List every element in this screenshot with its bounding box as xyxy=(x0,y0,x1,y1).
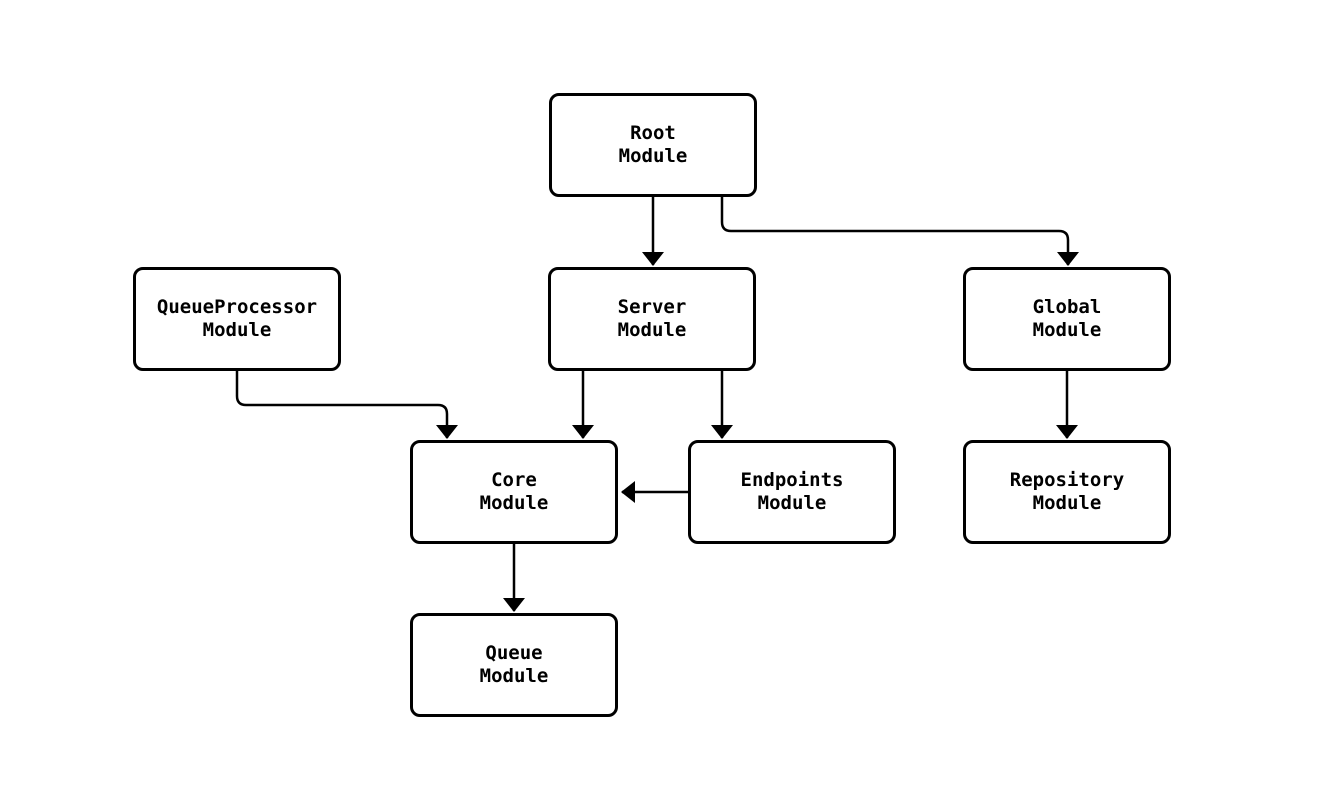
node-label-line: Module xyxy=(1032,492,1102,514)
node-label-line: Global xyxy=(1032,296,1102,318)
node-label-line: Module xyxy=(479,492,549,514)
node-label-line: QueueProcessor xyxy=(156,296,318,318)
edges-group xyxy=(235,197,1079,612)
node-label-line: Root xyxy=(630,122,676,144)
node-label-line: Endpoints xyxy=(740,469,844,491)
node-label-line: Module xyxy=(479,665,549,687)
node-label-line: Repository xyxy=(1009,469,1125,491)
edge-queueprocessor-core xyxy=(235,371,458,439)
node-label-line: Core xyxy=(491,469,537,491)
node-label-line: Module xyxy=(1032,319,1102,341)
edge-root-global xyxy=(720,197,1079,266)
node-label-line: Queue xyxy=(485,642,543,664)
node-label-line: Module xyxy=(757,492,827,514)
node-label-line: Module xyxy=(617,319,687,341)
node-label-line: Module xyxy=(618,145,688,167)
node-label-line: Server xyxy=(617,296,687,318)
node-label-line: Module xyxy=(202,319,272,341)
